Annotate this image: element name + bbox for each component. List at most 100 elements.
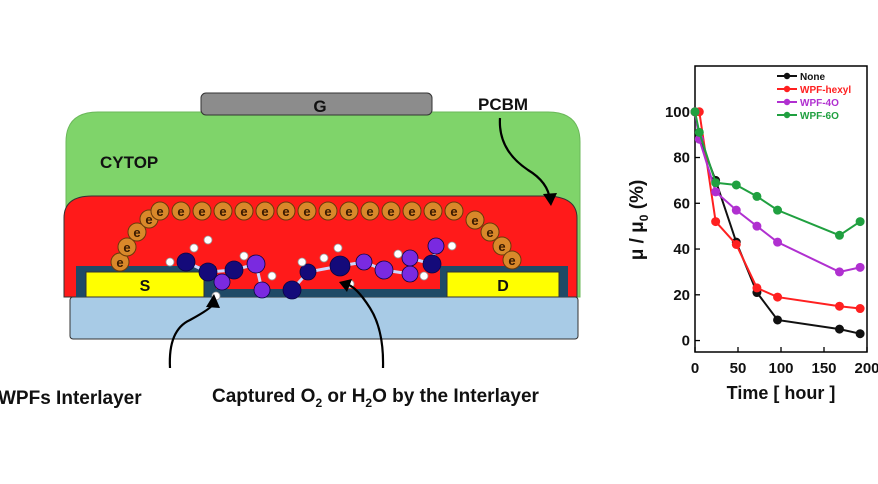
- heavy-atom: [329, 255, 351, 277]
- x-tick-label: 200: [854, 360, 878, 377]
- y-tick-label: 60: [673, 195, 690, 212]
- data-point: [731, 180, 741, 190]
- x-tick-label: 0: [691, 360, 699, 377]
- data-point: [834, 267, 844, 277]
- svg-text:e: e: [303, 204, 310, 219]
- interlayer-arrowhead: [206, 294, 220, 308]
- data-point: [690, 107, 700, 117]
- svg-text:e: e: [261, 204, 268, 219]
- electron: e: [423, 201, 443, 221]
- svg-text:e: e: [198, 204, 205, 219]
- hydrogen-atom: [203, 235, 213, 245]
- data-point: [834, 230, 844, 240]
- captured-label: Captured O2 or H2O by the Interlayer: [212, 386, 540, 410]
- svg-text:e: e: [471, 213, 478, 228]
- x-tick-label: 100: [768, 360, 793, 377]
- svg-text:e: e: [123, 240, 130, 255]
- electron: e: [465, 210, 485, 230]
- electron: e: [213, 201, 233, 221]
- data-point: [773, 292, 783, 302]
- legend-entry: None: [777, 72, 825, 83]
- hydrogen-atom: [419, 271, 429, 281]
- heavy-atom: [374, 260, 394, 280]
- legend-entry: WPF-6O: [777, 111, 839, 122]
- heavy-atom: [176, 252, 196, 272]
- electron: e: [297, 201, 317, 221]
- heavy-atom: [422, 254, 442, 274]
- x-tick-label: 150: [811, 360, 836, 377]
- data-point: [773, 237, 783, 247]
- heavy-atom: [198, 262, 218, 282]
- substrate-layer: [69, 296, 579, 340]
- y-tick-label: 100: [665, 104, 690, 121]
- drain-label: D: [497, 278, 509, 295]
- hydrogen-atom: [393, 249, 403, 259]
- data-point: [855, 329, 865, 339]
- svg-text:e: e: [508, 253, 515, 268]
- source-label: S: [140, 278, 151, 295]
- series-wpf-4o: [690, 107, 865, 277]
- heavy-atom: [401, 249, 419, 267]
- data-point: [773, 205, 783, 215]
- data-point: [752, 221, 762, 231]
- data-point: [855, 217, 865, 227]
- interlayer-label: WPFs Interlayer: [0, 388, 142, 409]
- electron: e: [318, 201, 338, 221]
- x-tick-label: 50: [730, 360, 747, 377]
- y-tick-label: 40: [673, 241, 690, 258]
- svg-text:e: e: [282, 204, 289, 219]
- data-point: [855, 262, 865, 272]
- legend-entry: WPF-4O: [777, 98, 839, 109]
- drain-electrode: [446, 271, 560, 298]
- data-point: [752, 191, 762, 201]
- heavy-atom: [224, 260, 244, 280]
- svg-text:e: e: [177, 204, 184, 219]
- svg-text:e: e: [240, 204, 247, 219]
- series-line: [694, 111, 861, 237]
- gate-label: G: [313, 97, 326, 116]
- legend-label: None: [800, 72, 825, 83]
- data-point: [731, 239, 741, 249]
- y-tick-label: 0: [682, 333, 690, 350]
- svg-text:e: e: [219, 204, 226, 219]
- series-wpf-6o: [690, 107, 865, 240]
- hydrogen-atom: [165, 257, 175, 267]
- data-point: [855, 304, 865, 314]
- svg-text:e: e: [486, 225, 493, 240]
- hydrogen-atom: [267, 271, 277, 281]
- svg-text:e: e: [133, 225, 140, 240]
- heavy-atom: [282, 280, 302, 300]
- series-layer: [690, 107, 865, 339]
- electron: e: [360, 201, 380, 221]
- electron: e: [110, 252, 130, 272]
- electron: e: [192, 201, 212, 221]
- hydrogen-atom: [319, 253, 329, 263]
- electron: e: [492, 236, 512, 256]
- svg-text:e: e: [156, 204, 163, 219]
- svg-text:e: e: [324, 204, 331, 219]
- heavy-atom: [355, 253, 373, 271]
- captured-molecules: [165, 235, 457, 301]
- electron: e: [276, 201, 296, 221]
- pcbm-label: PCBM: [478, 95, 528, 114]
- series-line: [694, 111, 861, 273]
- electron: e: [402, 201, 422, 221]
- data-point: [711, 187, 721, 197]
- heavy-atom: [401, 265, 419, 283]
- electron: e: [255, 201, 275, 221]
- electron: e: [234, 201, 254, 221]
- electron: e: [117, 237, 137, 257]
- electron: e: [127, 222, 147, 242]
- data-point: [834, 301, 844, 311]
- pcbm-arrowhead: [543, 193, 557, 206]
- heavy-atom: [427, 237, 445, 255]
- svg-text:e: e: [498, 239, 505, 254]
- captured-arrowhead: [339, 279, 352, 292]
- data-point: [773, 315, 783, 325]
- legend-label: WPF-6O: [800, 111, 839, 122]
